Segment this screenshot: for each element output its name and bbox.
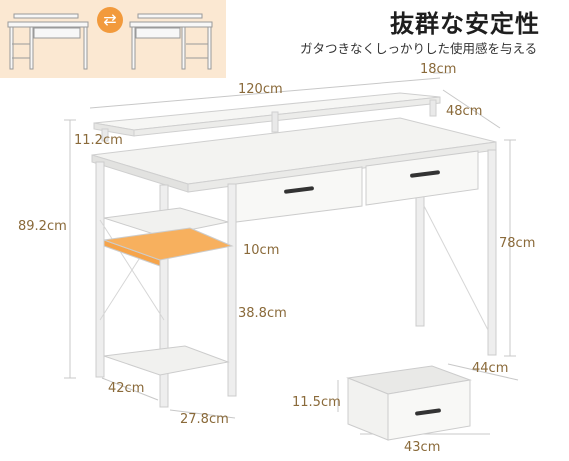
dim-drawer-depth: 44cm [472, 361, 509, 376]
dim-monitor-shelf-depth: 18cm [420, 62, 457, 77]
dim-total-width: 120cm [238, 82, 283, 97]
drawer-detail [346, 365, 472, 441]
swap-arrows-icon: ⇄ [97, 7, 123, 33]
monitor-shelf [93, 92, 441, 142]
dim-shelf-gap: 10cm [243, 243, 280, 258]
dim-desk-depth: 48cm [446, 104, 483, 119]
dim-shelf-depth: 42cm [108, 381, 145, 396]
dim-shelf-lower-height: 38.8cm [238, 306, 287, 321]
thumbnail-right-layout [129, 13, 213, 70]
side-shelves [103, 207, 234, 376]
page-title: 抜群な安定性 [390, 10, 540, 38]
thumbnail-left-layout [7, 13, 89, 70]
dim-shelf-height: 11.2cm [74, 133, 123, 148]
dim-total-height: 89.2cm [18, 219, 67, 234]
page-subtitle: ガタつきなくしっかりした使用感を与える [300, 41, 538, 56]
desk-drawers [235, 150, 479, 223]
dim-desk-height: 78cm [499, 236, 536, 251]
dim-shelf-width: 27.8cm [180, 412, 229, 427]
dim-drawer-width: 43cm [404, 440, 441, 455]
dim-drawer-height: 11.5cm [292, 395, 341, 410]
desk-top [91, 117, 497, 193]
